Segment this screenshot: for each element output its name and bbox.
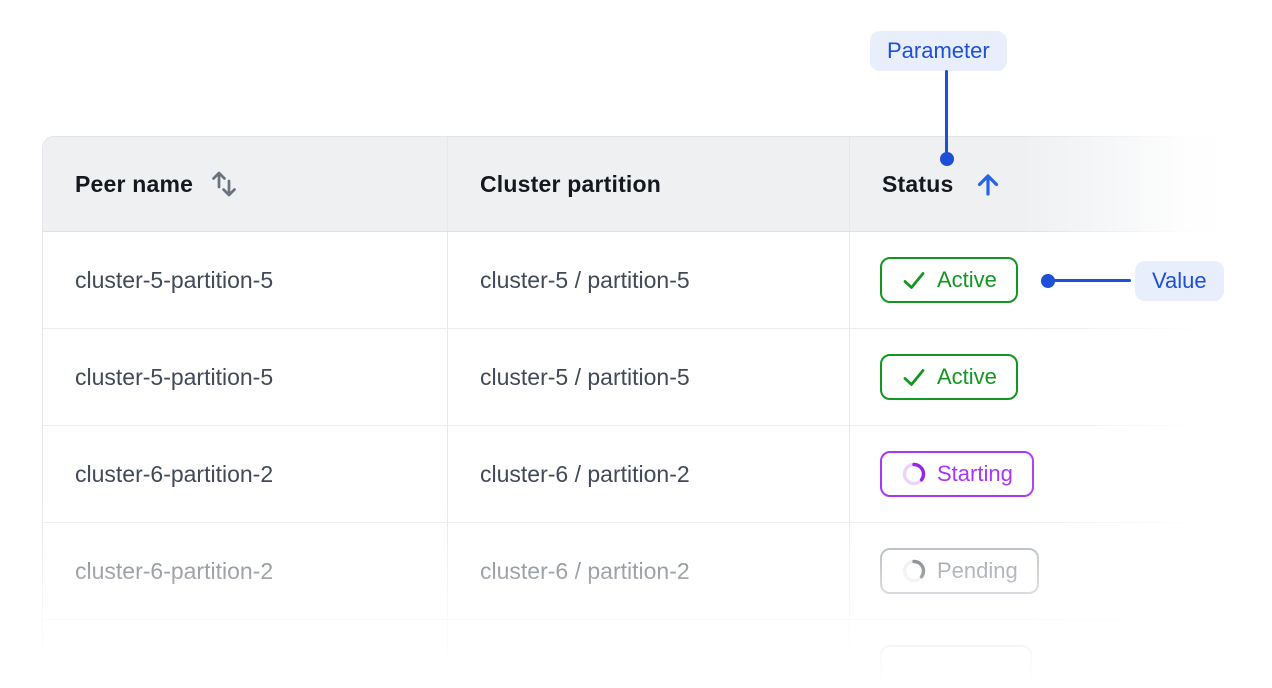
peer-name-cell: cluster-5-partition-5 — [75, 363, 274, 390]
parameter-annotation-pill: Parameter — [870, 31, 1007, 71]
cluster-partition-header-label: Cluster partition — [480, 170, 662, 197]
status-badge-starting: Starting — [880, 451, 1034, 497]
peer-name-cell: cluster-6-partition-2 — [75, 460, 274, 487]
column-header-peer-name[interactable]: Peer name — [43, 137, 447, 231]
status-badge-active: Active — [880, 354, 1018, 400]
status-badge-label: Starting — [937, 461, 1013, 486]
status-badge-label: Active — [937, 267, 997, 292]
check-icon — [903, 369, 925, 386]
status-header-label: Status — [882, 170, 954, 197]
parameter-connector-line — [945, 70, 948, 153]
check-icon — [903, 272, 925, 289]
sort-ascending-arrow-icon[interactable] — [974, 170, 1002, 198]
status-badge-active: Active — [880, 257, 1018, 303]
bottom-fade-overlay — [0, 500, 1272, 688]
status-cell: Active — [849, 329, 1272, 425]
peer-name-cell: cluster-5-partition-5 — [75, 266, 274, 293]
value-connector-line — [1053, 279, 1131, 282]
status-cell: Starting — [849, 426, 1272, 522]
status-badge-label: Active — [937, 364, 997, 389]
column-header-status[interactable]: Status — [849, 137, 1272, 231]
cluster-partition-cell: cluster-6 / partition-2 — [447, 426, 849, 522]
column-header-cluster-partition: Cluster partition — [447, 137, 849, 231]
sort-both-icon[interactable] — [209, 168, 239, 200]
value-annotation-pill: Value — [1135, 261, 1224, 301]
parameter-connector-dot-icon — [940, 152, 954, 166]
cluster-partition-cell: cluster-5 / partition-5 — [447, 232, 849, 328]
value-connector-dot-icon — [1041, 274, 1055, 288]
spinner-icon — [902, 462, 926, 486]
cluster-partition-cell: cluster-5 / partition-5 — [447, 329, 849, 425]
peer-name-header-label: Peer name — [75, 170, 194, 197]
status-cell: Active — [849, 232, 1272, 328]
